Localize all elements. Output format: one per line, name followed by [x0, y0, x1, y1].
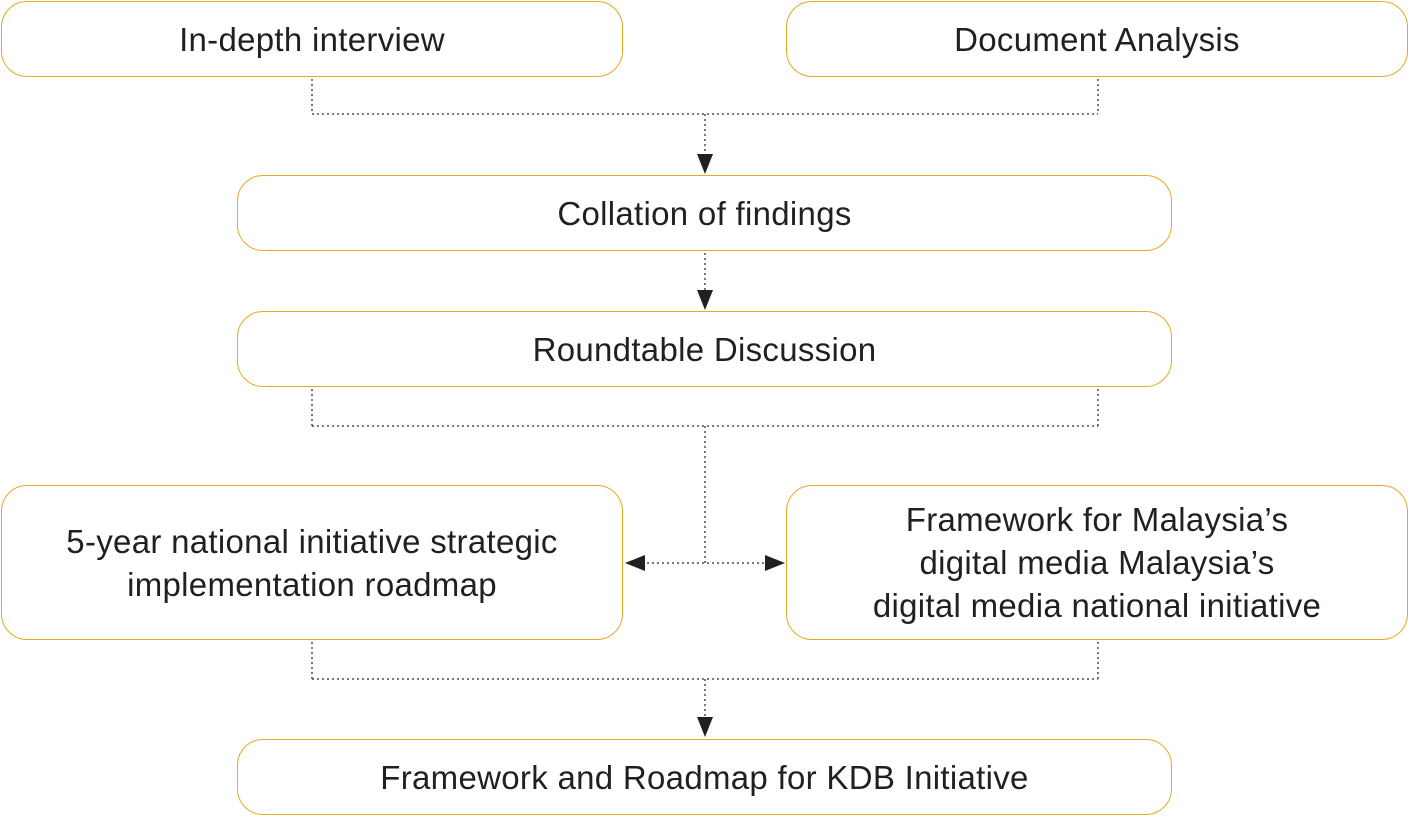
- node-document-analysis: Document Analysis: [786, 1, 1408, 77]
- node-label: Collation of findings: [557, 194, 852, 232]
- arrow-to-collation: [697, 154, 713, 174]
- node-collation-of-findings: Collation of findings: [237, 175, 1172, 251]
- node-label: In-depth interview: [179, 20, 445, 58]
- arrow-to-final: [697, 717, 713, 737]
- arrow-to-roundtable: [697, 290, 713, 310]
- node-framework-and-roadmap-kdb: Framework and Roadmap for KDB Initiative: [237, 739, 1172, 815]
- node-label: Document Analysis: [954, 20, 1240, 58]
- node-label: Framework and Roadmap for KDB Initiative: [380, 758, 1029, 796]
- node-label: Framework for Malaysia’s digital media M…: [872, 501, 1322, 624]
- node-label: 5-year national initiative strategic imp…: [66, 522, 558, 603]
- node-framework-malaysia: Framework for Malaysia’s digital media M…: [786, 485, 1408, 640]
- node-5-year-roadmap: 5-year national initiative strategic imp…: [1, 485, 623, 640]
- node-roundtable-discussion: Roundtable Discussion: [237, 311, 1172, 387]
- arrow-to-framework: [765, 555, 785, 571]
- node-label: Roundtable Discussion: [532, 330, 877, 368]
- node-in-depth-interview: In-depth interview: [1, 1, 623, 77]
- arrow-to-roadmap: [625, 555, 645, 571]
